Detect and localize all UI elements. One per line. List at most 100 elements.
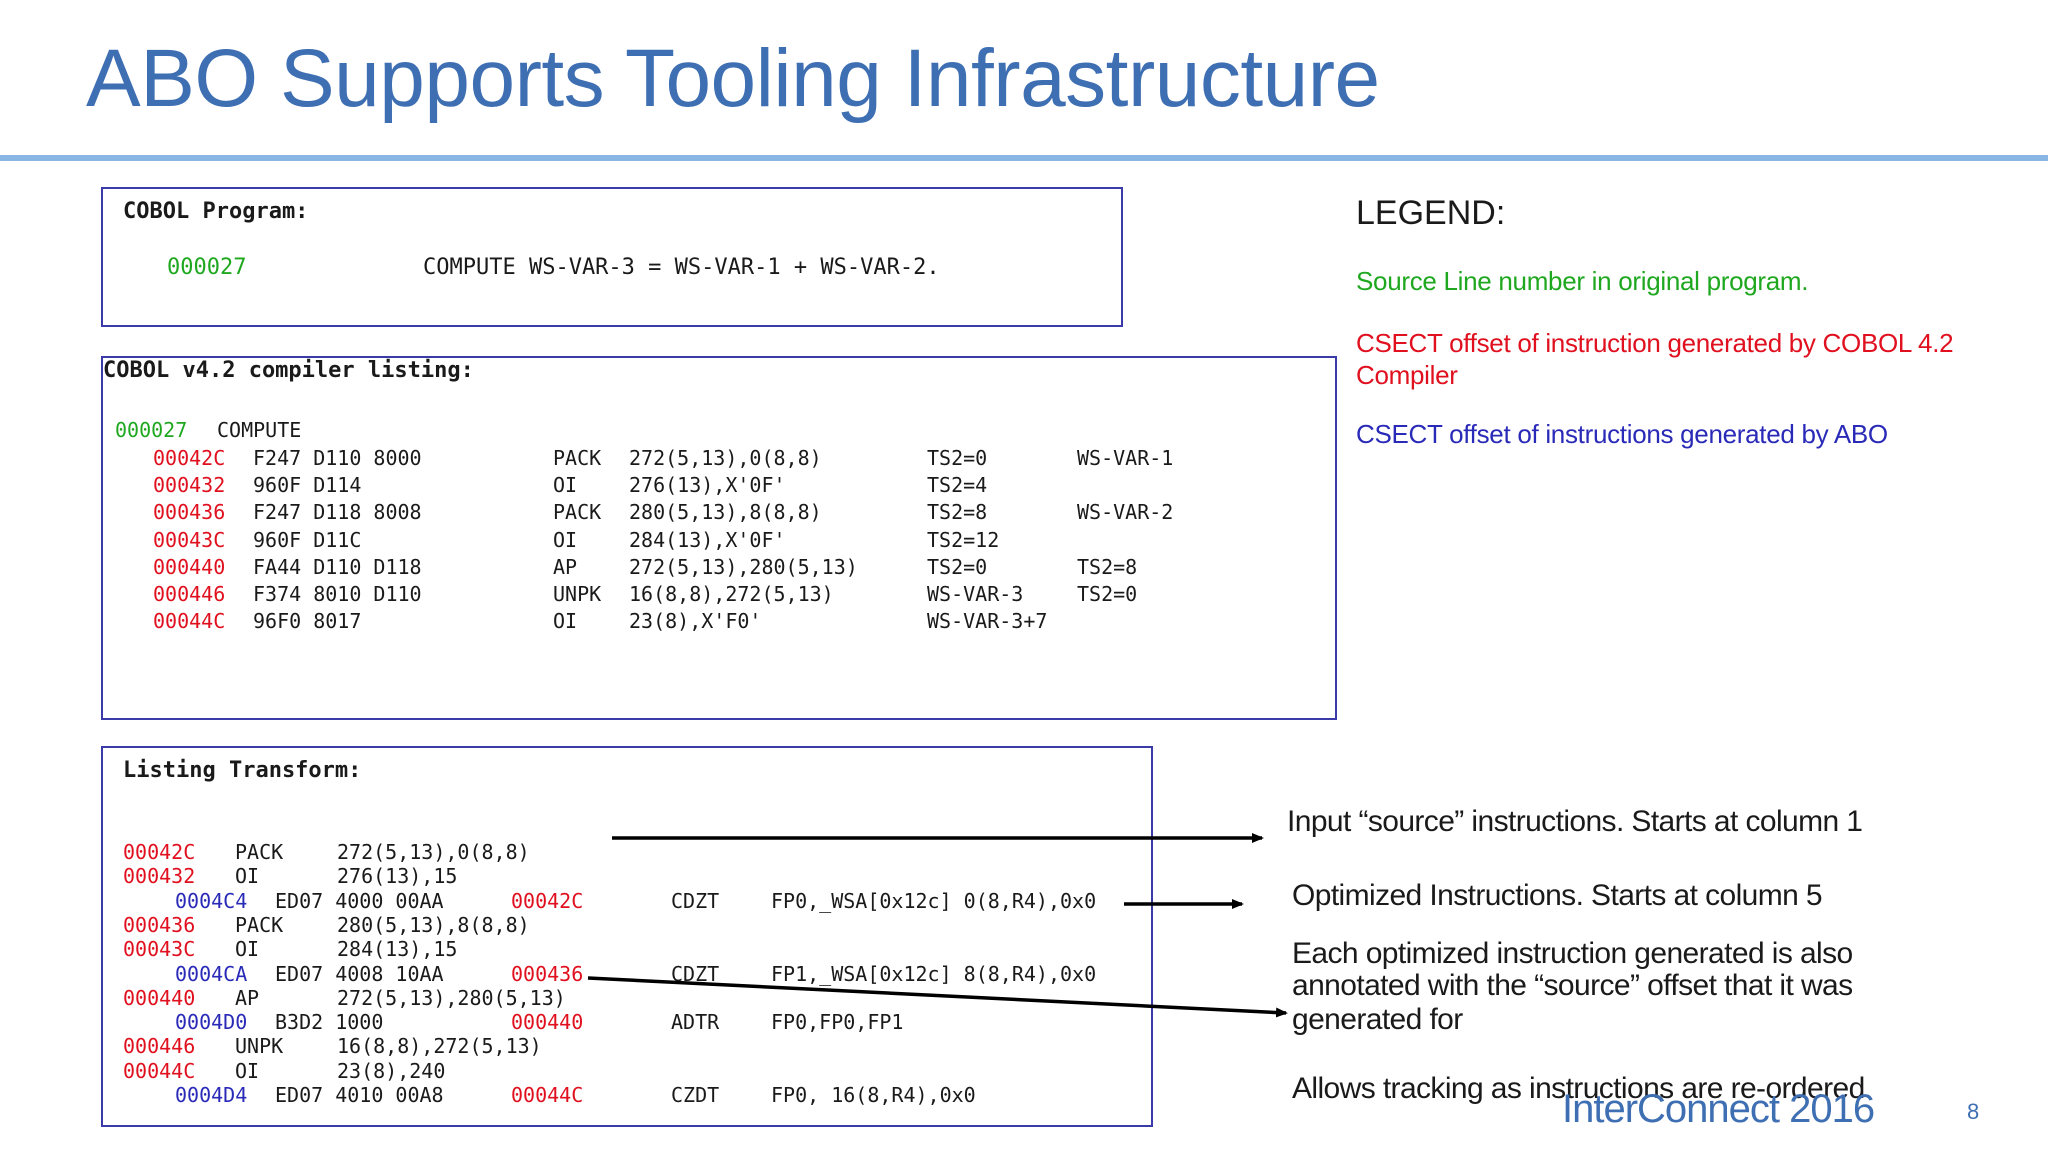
- page-number: 8: [1967, 1099, 1980, 1124]
- transform-row-hex: ED07 4000 00AA: [275, 888, 444, 913]
- compiler-row-comment-2: WS-VAR-1: [1077, 446, 1174, 470]
- compiler-row-offset: 00042C: [153, 446, 226, 470]
- compiler-row-opcode: PACK: [553, 446, 602, 470]
- transform-row-opcode: CZDT: [671, 1083, 720, 1107]
- compiler-row-opcode: OI: [553, 609, 578, 634]
- transform-row-operands: FP1,_WSA[0x12c] 8(8,R4),0x0: [771, 961, 1097, 986]
- slide-title: ABO Supports Tooling Infrastructure: [86, 33, 1380, 124]
- transform-row-operands: 284(13),15: [337, 937, 458, 962]
- compiler-row-comment-1: WS-VAR-3+7: [927, 609, 1048, 634]
- cobol-program-heading: COBOL Program:: [123, 199, 309, 224]
- compiler-row-comment-2: WS-VAR-2: [1077, 500, 1174, 525]
- transform-row-operands: 16(8,8),272(5,13): [337, 1034, 542, 1059]
- transform-row-operands: FP0,_WSA[0x12c] 0(8,R4),0x0: [771, 888, 1097, 913]
- transform-row-opcode: AP: [235, 985, 260, 1010]
- transform-row-opcode: PACK: [235, 840, 284, 864]
- compiler-source-verb: COMPUTE: [217, 418, 302, 442]
- compiler-row-hex: F374 8010 D110: [253, 582, 422, 606]
- compiler-row-operands: 16(8,8),272(5,13): [629, 582, 834, 606]
- transform-row-operands: FP0, 16(8,R4),0x0: [771, 1083, 976, 1107]
- transform-row-offset: 00043C: [123, 937, 196, 962]
- cobol-program-statement: COMPUTE WS-VAR-3 = WS-VAR-1 + WS-VAR-2.: [423, 255, 940, 280]
- transform-row-offset: 0004CA: [175, 961, 248, 986]
- transform-row-offset: 000436: [123, 912, 196, 937]
- compiler-row-offset: 000446: [153, 582, 226, 606]
- compiler-row-comment-2: TS2=8: [1077, 554, 1138, 579]
- transform-row-offset: 00042C: [123, 840, 196, 864]
- legend-heading: LEGEND:: [1356, 194, 1506, 232]
- transform-row-hex: ED07 4010 00A8: [275, 1083, 444, 1107]
- note-tracking: Allows tracking as instructions are re-o…: [1292, 1072, 1865, 1105]
- transform-row-source-offset: 000436: [511, 961, 584, 986]
- transform-row-opcode: CDZT: [671, 888, 720, 913]
- transform-row-offset: 0004C4: [175, 888, 248, 913]
- compiler-row-comment-1: TS2=4: [927, 473, 988, 498]
- legend-cobol-csect-line1: CSECT offset of instruction generated by…: [1356, 328, 1954, 358]
- transform-row-operands: 280(5,13),8(8,8): [337, 912, 530, 937]
- compiler-row-hex: F247 D118 8008: [253, 500, 422, 525]
- transform-row-opcode: PACK: [235, 912, 284, 937]
- compiler-listing-heading: COBOL v4.2 compiler listing:: [103, 358, 474, 383]
- compiler-listing-box: COBOL v4.2 compiler listing: 000027 COMP…: [101, 356, 1337, 720]
- cobol-program-line-number: 000027: [167, 255, 247, 280]
- legend-cobol-csect-line2: Compiler: [1356, 360, 1458, 390]
- note-annotated-line2: annotated with the “source” offset that …: [1292, 969, 1853, 1002]
- title-divider: [0, 155, 2048, 161]
- cobol-program-box: COBOL Program: 000027 COMPUTE WS-VAR-3 =…: [101, 187, 1123, 327]
- note-input-source: Input “source” instructions. Starts at c…: [1287, 805, 1863, 838]
- compiler-row-operands: 23(8),X'F0': [629, 609, 762, 634]
- compiler-row-operands: 272(5,13),280(5,13): [629, 554, 858, 579]
- transform-row-hex: ED07 4008 10AA: [275, 961, 444, 986]
- transform-row-offset: 000440: [123, 985, 196, 1010]
- transform-row-opcode: OI: [235, 937, 260, 962]
- transform-row-operands: 272(5,13),280(5,13): [337, 985, 566, 1010]
- transform-row-opcode: ADTR: [671, 1010, 720, 1035]
- note-annotated-line1: Each optimized instruction generated is …: [1292, 937, 1853, 970]
- compiler-row-hex: 960F D11C: [253, 527, 362, 552]
- listing-transform-heading: Listing Transform:: [123, 758, 362, 783]
- transform-row-offset: 000446: [123, 1034, 196, 1059]
- transform-row-hex: B3D2 1000: [275, 1010, 384, 1035]
- transform-row-opcode: UNPK: [235, 1034, 284, 1059]
- note-annotated-line3: generated for: [1292, 1003, 1463, 1036]
- transform-row-offset: 0004D4: [175, 1083, 248, 1107]
- transform-row-source-offset: 00044C: [511, 1083, 584, 1107]
- compiler-row-opcode: PACK: [553, 500, 602, 525]
- compiler-row-offset: 000440: [153, 554, 226, 579]
- compiler-row-hex: F247 D110 8000: [253, 446, 422, 470]
- transform-row-operands: 23(8),240: [337, 1058, 446, 1083]
- compiler-row-offset: 00043C: [153, 527, 226, 552]
- compiler-row-operands: 276(13),X'0F': [629, 473, 786, 498]
- compiler-row-opcode: UNPK: [553, 582, 602, 606]
- transform-row-opcode: OI: [235, 864, 260, 889]
- transform-row-operands: 272(5,13),0(8,8): [337, 840, 530, 864]
- footer-brand: InterConnect 2016: [1562, 1087, 1875, 1131]
- listing-transform-box: Listing Transform: 00042C PACK 272(5,13),0…: [101, 746, 1153, 1127]
- transform-row-source-offset: 000440: [511, 1010, 584, 1035]
- transform-row-offset: 00044C: [123, 1058, 196, 1083]
- compiler-row-comment-1: TS2=0: [927, 446, 988, 470]
- transform-row-opcode: OI: [235, 1058, 260, 1083]
- compiler-row-comment-1: TS2=12: [927, 527, 1000, 552]
- compiler-source-line-number: 000027: [115, 418, 188, 442]
- compiler-row-operands: 280(5,13),8(8,8): [629, 500, 822, 525]
- compiler-row-operands: 284(13),X'0F': [629, 527, 786, 552]
- compiler-row-opcode: OI: [553, 473, 578, 498]
- compiler-row-comment-1: WS-VAR-3: [927, 582, 1024, 606]
- transform-row-operands: 276(13),15: [337, 864, 458, 889]
- compiler-row-comment-1: TS2=0: [927, 554, 988, 579]
- compiler-row-offset: 000436: [153, 500, 226, 525]
- compiler-row-hex: FA44 D110 D118: [253, 554, 422, 579]
- note-optimized: Optimized Instructions. Starts at column…: [1292, 879, 1823, 912]
- arrow-annotated: [587, 976, 1288, 1018]
- compiler-row-opcode: AP: [553, 554, 578, 579]
- compiler-row-comment-2: TS2=0: [1077, 582, 1138, 606]
- compiler-row-comment-1: TS2=8: [927, 500, 988, 525]
- transform-row-source-offset: 00042C: [511, 888, 584, 913]
- legend-abo-csect: CSECT offset of instructions generated b…: [1356, 419, 1888, 449]
- compiler-row-hex: 96F0 8017: [253, 609, 362, 634]
- transform-row-offset: 000432: [123, 864, 196, 889]
- transform-row-operands: FP0,FP0,FP1: [771, 1010, 904, 1035]
- transform-row-offset: 0004D0: [175, 1010, 248, 1035]
